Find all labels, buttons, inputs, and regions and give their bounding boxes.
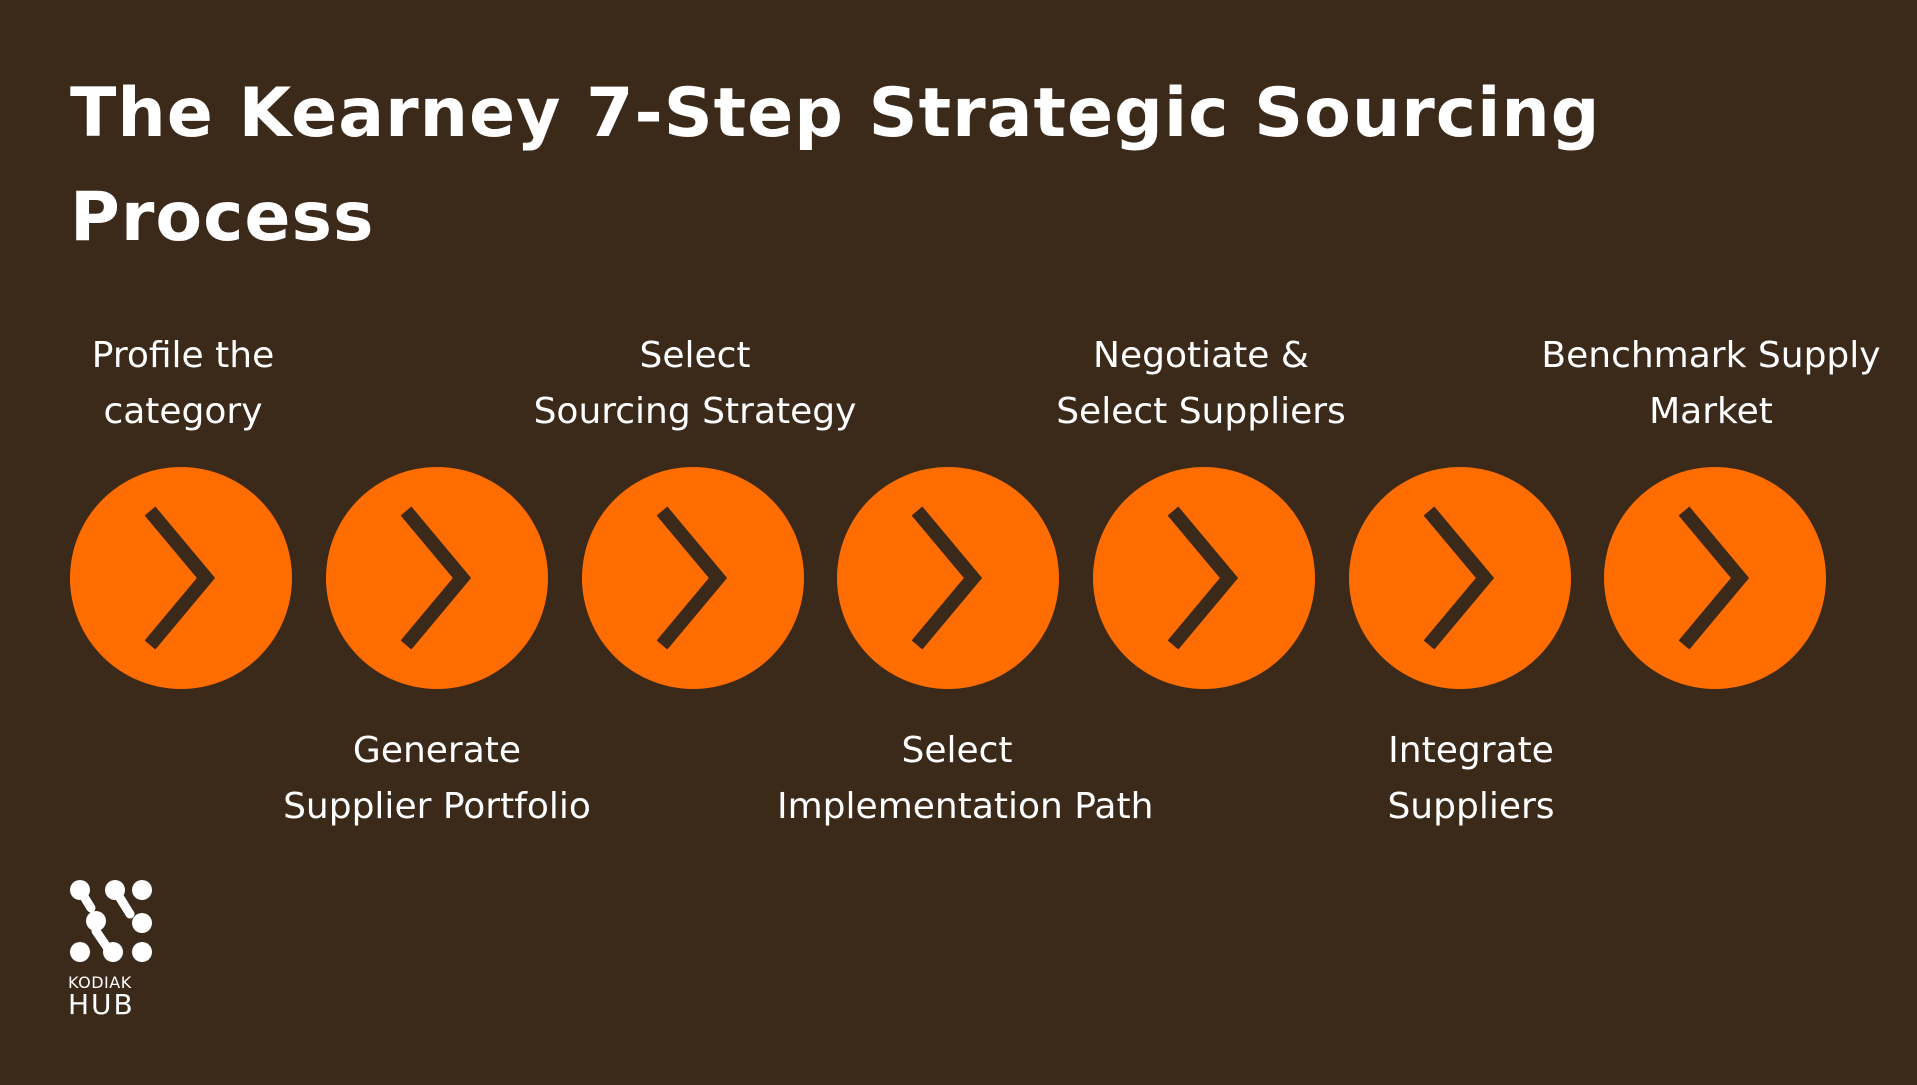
step-3-circle: [582, 467, 804, 689]
page-title: The Kearney 7-Step Strategic Sourcing Pr…: [70, 62, 1770, 270]
step-6-label: Integrate Suppliers: [1291, 723, 1651, 835]
chevron-right-icon-path: [911, 506, 983, 650]
step-2-label: Generate Supplier Portfolio: [257, 723, 617, 835]
chevron-right-icon: [656, 506, 728, 650]
step-1-label: Profile the category: [3, 328, 363, 440]
logo-wordmark-top: KODIAK: [68, 973, 132, 992]
chevron-right-icon-path: [1423, 506, 1495, 650]
step-4-circle: [837, 467, 1059, 689]
step-7-circle: [1604, 467, 1826, 689]
kodiak-hub-logo-icon: [70, 880, 152, 962]
step-4-label-line-2: Implementation Path: [777, 786, 1154, 827]
step-1-circle: [70, 467, 292, 689]
kodiak-hub-logo: KODIAK HUB: [68, 878, 158, 1021]
chevron-right-icon-path: [144, 506, 216, 650]
step-2-label-line-2: Supplier Portfolio: [283, 786, 591, 827]
step-6-label-line-2: Suppliers: [1387, 786, 1555, 827]
step-2-circle: [326, 467, 548, 689]
chevron-right-icon: [144, 506, 216, 650]
title-line-2: Process: [70, 178, 375, 257]
chevron-right-icon-path: [1167, 506, 1239, 650]
step-5-circle: [1093, 467, 1315, 689]
chevron-right-icon: [911, 506, 983, 650]
step-3-label: Select Sourcing Strategy: [515, 328, 875, 440]
step-5-label: Negotiate & Select Suppliers: [1021, 328, 1381, 440]
step-5-label-line-1: Negotiate &: [1093, 335, 1309, 376]
chevron-right-icon: [1423, 506, 1495, 650]
step-4-label: Select Implementation Path: [777, 723, 1154, 835]
chevron-right-icon: [400, 506, 472, 650]
step-7-label-line-2: Market: [1649, 391, 1773, 432]
chevron-right-icon-path: [1678, 506, 1750, 650]
chevron-right-icon: [1678, 506, 1750, 650]
logo-wordmark-bottom: HUB: [68, 988, 135, 1021]
title-line-1: The Kearney 7-Step Strategic Sourcing: [70, 74, 1601, 153]
step-7-label-line-1: Benchmark Supply: [1541, 335, 1881, 376]
chevron-right-icon-path: [656, 506, 728, 650]
chevron-right-icon-path: [400, 506, 472, 650]
step-5-label-line-2: Select Suppliers: [1056, 391, 1346, 432]
step-1-label-line-2: category: [103, 391, 263, 432]
chevron-right-icon: [1167, 506, 1239, 650]
step-2-label-line-1: Generate: [352, 730, 522, 771]
step-3-label-line-1: Select: [639, 335, 751, 376]
step-4-label-line-1: Select: [901, 730, 1013, 771]
step-1-label-line-1: Profile the: [91, 335, 275, 376]
step-7-label: Benchmark Supply Market: [1531, 328, 1891, 440]
step-3-label-line-2: Sourcing Strategy: [533, 391, 857, 432]
step-6-label-line-1: Integrate: [1388, 730, 1554, 771]
step-6-circle: [1349, 467, 1571, 689]
